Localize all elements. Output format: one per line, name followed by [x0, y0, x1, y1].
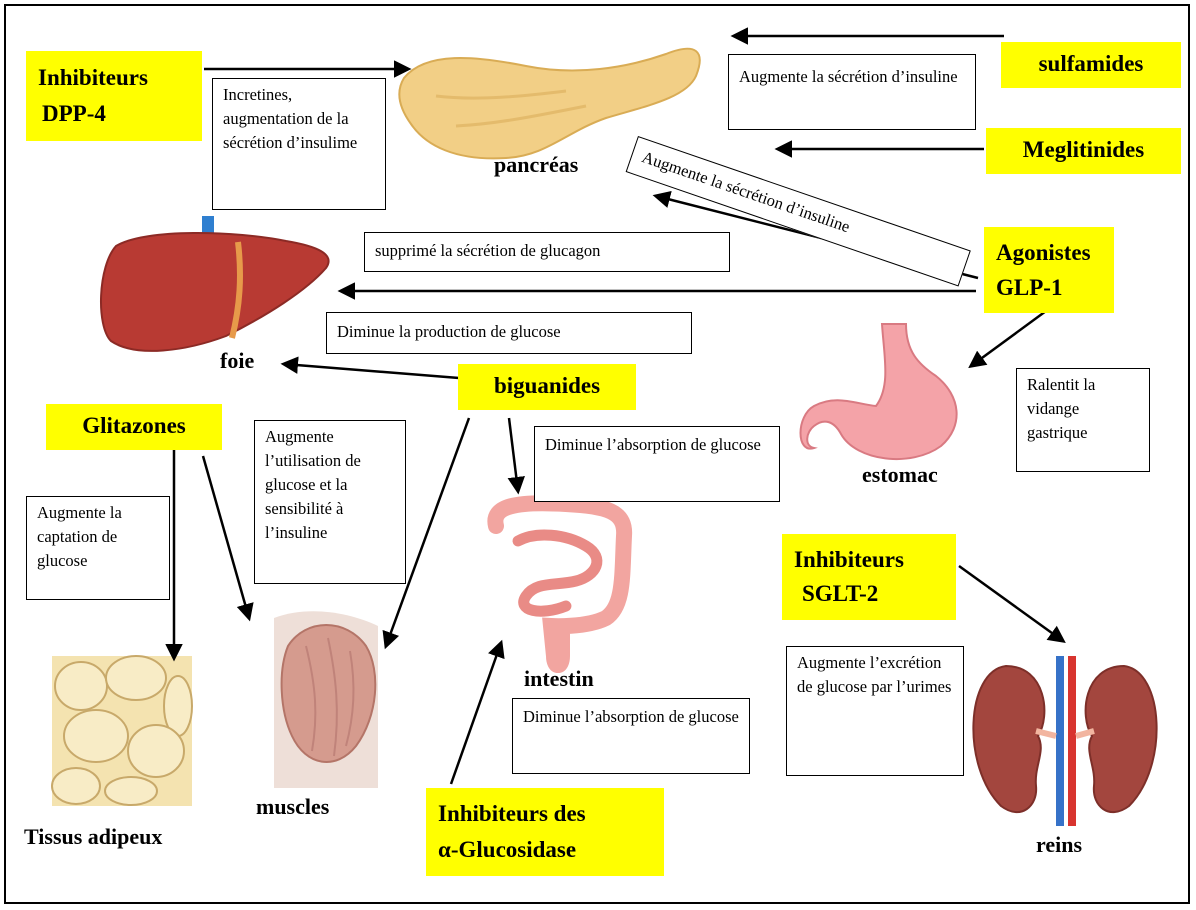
diagram-frame: Inhibiteurs DPP-4 sulfamides Meglitinide… — [4, 4, 1190, 904]
drug-dpp4-line2: DPP-4 — [38, 96, 190, 132]
stomach-illustration — [801, 324, 957, 459]
arrow-glp1-estomac — [971, 311, 1046, 366]
arrow-aglu-intestin — [451, 643, 501, 784]
drug-biguanides-label: biguanides — [458, 364, 636, 410]
drug-sglt2-line2: SGLT-2 — [794, 577, 944, 611]
arrow-sglt2-reins — [959, 566, 1063, 641]
note-absorption-biguanides: Diminue l’absorption de glucose — [534, 426, 780, 502]
drug-sulfamides-label: sulfamides — [1001, 42, 1181, 88]
note-glucose-production: Diminue la production de glucose — [326, 312, 692, 354]
note-incretines: Incretines, augmentation de la sécrétion… — [212, 78, 386, 210]
intestine-illustration — [495, 503, 624, 665]
kidney-illustration — [973, 656, 1156, 826]
drug-aglu-line2: α-Glucosidase — [438, 832, 652, 868]
organ-estomac-label: estomac — [862, 462, 938, 488]
drug-dpp4-label: Inhibiteurs DPP-4 — [26, 51, 202, 141]
note-utilisation-glucose: Augmente l’utilisation de glucose et la … — [254, 420, 406, 584]
organ-intestin-label: intestin — [524, 666, 594, 692]
muscle-illustration — [274, 611, 378, 788]
note-vidange-gastrique: Ralentit la vidange gastrique — [1016, 368, 1150, 472]
note-glucagon: supprimé la sécrétion de glucagon — [364, 232, 730, 272]
drug-dpp4-line1: Inhibiteurs — [38, 60, 190, 96]
drug-glitazones-label: Glitazones — [46, 404, 222, 450]
drug-aglu-line1: Inhibiteurs des — [438, 796, 652, 832]
drug-sglt2-label: Inhibiteurs SGLT-2 — [782, 534, 956, 620]
arrow-biguanides-intestin — [509, 418, 518, 491]
drug-glp1-line2: GLP-1 — [996, 270, 1102, 305]
liver-illustration — [101, 216, 329, 351]
organ-reins-label: reins — [1036, 832, 1082, 858]
drug-glp1-label: Agonistes GLP-1 — [984, 227, 1114, 313]
organ-adipeux-label: Tissus adipeux — [24, 824, 162, 850]
adipose-illustration — [52, 656, 192, 806]
organ-muscles-label: muscles — [256, 794, 329, 820]
note-sulfamides-effect: Augmente la sécrétion d’insuline — [728, 54, 976, 130]
drug-meglitinides-label: Meglitinides — [986, 128, 1181, 174]
arrow-glitazones-muscles — [203, 456, 249, 618]
drug-sglt2-line1: Inhibiteurs — [794, 543, 944, 577]
arrow-biguanides-foie — [284, 364, 459, 378]
drug-aglucosidase-label: Inhibiteurs des α-Glucosidase — [426, 788, 664, 876]
organ-pancreas-label: pancréas — [494, 152, 578, 178]
organ-foie-label: foie — [220, 348, 254, 374]
note-absorption-aglucosidase: Diminue l’absorption de glucose — [512, 698, 750, 774]
drug-glp1-line1: Agonistes — [996, 235, 1102, 270]
note-captation-glucose: Augmente la captation de glucose — [26, 496, 170, 600]
note-excretion-glucose: Augmente l’excrétion de glucose par l’ur… — [786, 646, 964, 776]
